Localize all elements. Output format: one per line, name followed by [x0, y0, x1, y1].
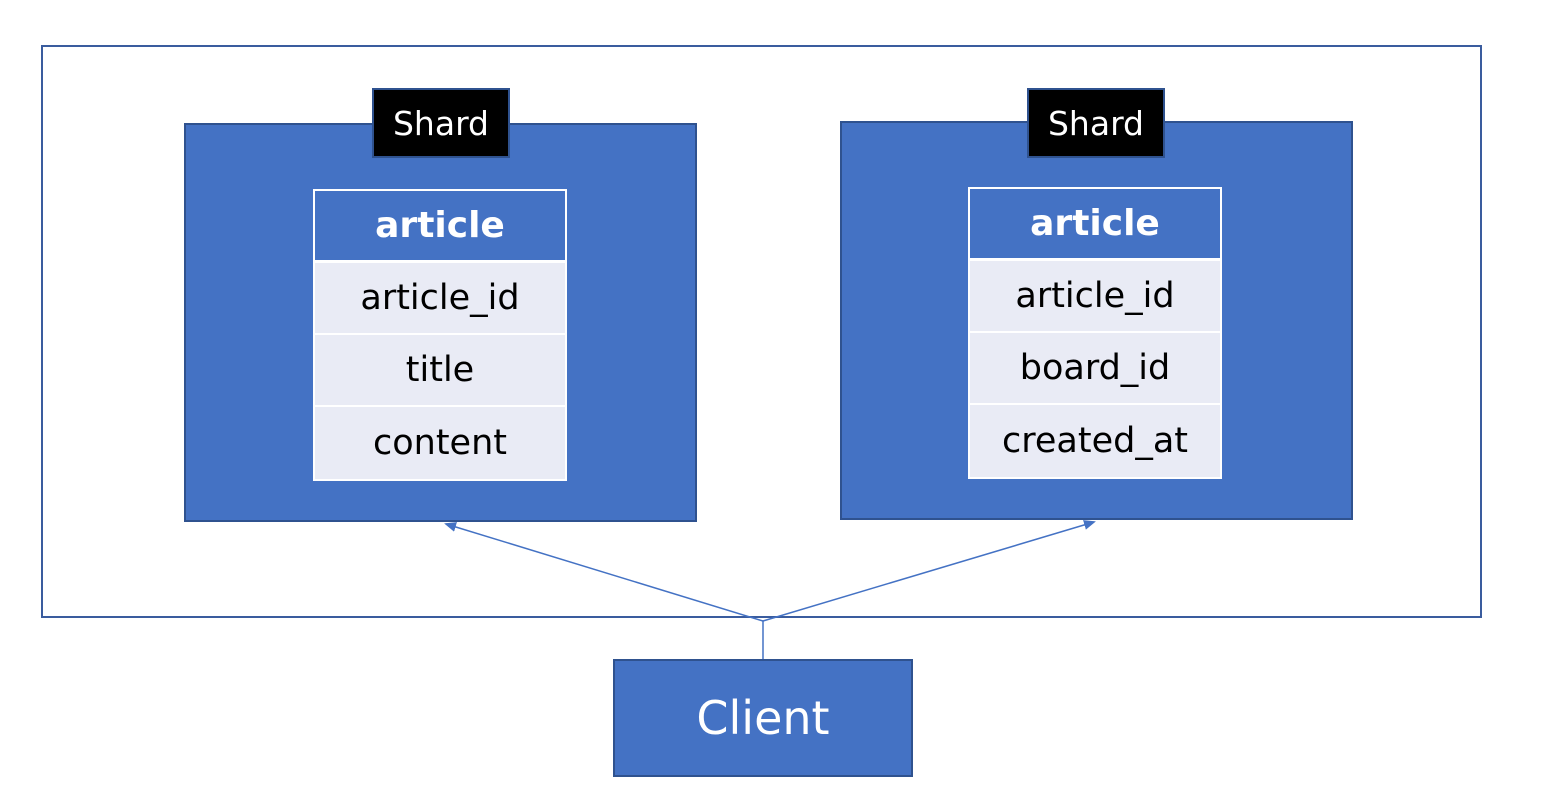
shard-left-label: Shard [372, 88, 510, 158]
table-row: article_id [315, 263, 565, 335]
article-table-left: article article_id title content [313, 189, 567, 481]
table-header: article [315, 191, 565, 263]
table-row: content [315, 407, 565, 479]
table-row: board_id [970, 333, 1220, 405]
table-row: created_at [970, 405, 1220, 477]
table-row: title [315, 335, 565, 407]
shard-right-label: Shard [1027, 88, 1165, 158]
table-row: article_id [970, 261, 1220, 333]
article-table-right: article article_id board_id created_at [968, 187, 1222, 479]
table-header: article [970, 189, 1220, 261]
client-node: Client [613, 659, 913, 777]
